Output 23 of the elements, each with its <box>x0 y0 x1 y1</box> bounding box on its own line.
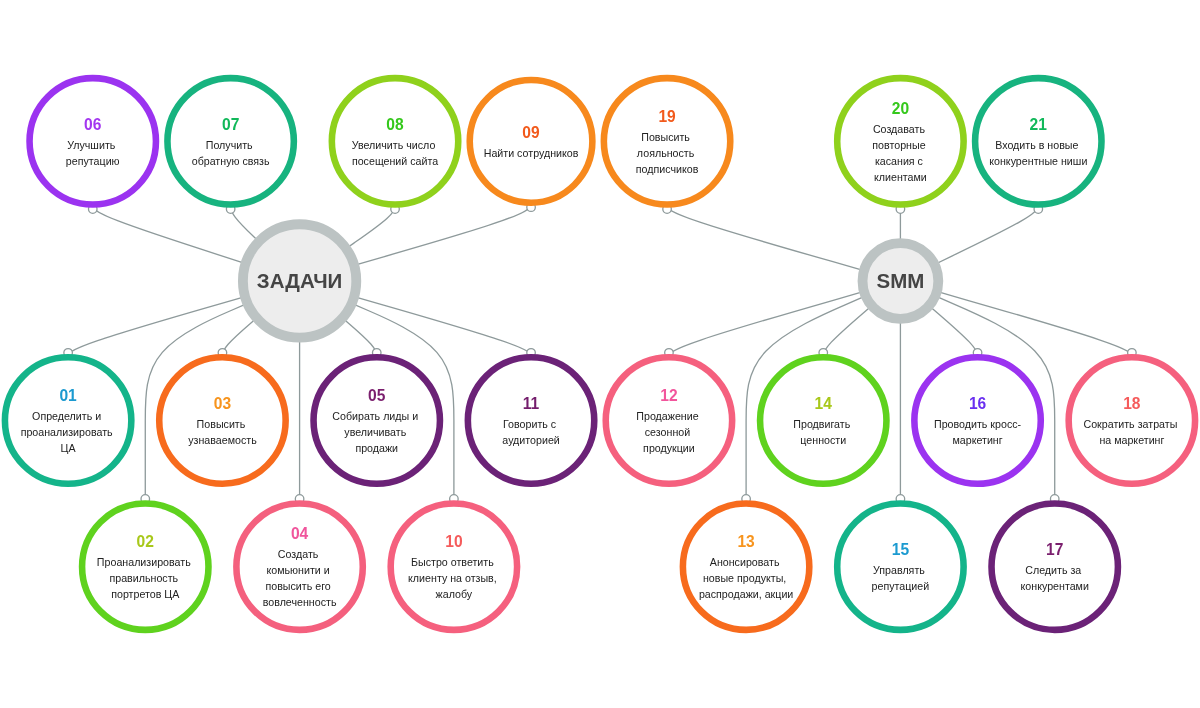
node-circle: 21 Входить в новые конкурентные ниши <box>971 74 1105 208</box>
node-circle: 17 Следить за конкурентами <box>988 500 1122 634</box>
node-circle: 09 Найти сотрудников <box>466 76 596 206</box>
node-circle: 02 Проанализировать правильность портретов ЦА <box>78 500 212 634</box>
node-circle: ЗАДАЧИ <box>237 219 362 343</box>
node-circle: 14 Продвигать ценности <box>756 354 890 488</box>
node-circle: 15 Управлять репутацией <box>833 500 967 634</box>
node-circle: 19 Повысить лояльность подписчиков <box>600 74 734 208</box>
node-circle: 07 Получить обратную связь <box>164 74 298 208</box>
node-circle: 05 Собирать лиды и увеличивать продажи <box>310 354 444 488</box>
node-circle: 10 Быстро ответить клиенту на отзыв, жалобу <box>387 500 521 634</box>
node-circle: 08 Увеличить число посещений сайта <box>328 74 462 208</box>
node-circle: 06 Улучшить репутацию <box>26 74 160 208</box>
node-circle: 12 Продажение сезонной продукции <box>602 354 736 488</box>
node-circle: 11 Говорить с аудиторией <box>464 354 598 488</box>
node-circle: 16 Проводить кросс-маркетинг <box>911 354 1045 488</box>
node-circle: 04 Создать комьюнити и повысить его вовлеченность <box>233 500 367 634</box>
node-circle: 18 Сократить затраты на маркетинг <box>1065 354 1199 488</box>
node-circle: SMM <box>857 238 944 324</box>
node-circle: 01 Определить и проанализировать ЦА <box>1 354 135 488</box>
node-circle: 03 Повысить узнаваемость <box>155 354 289 488</box>
node-circle: 13 Анонсировать новые продукты, распродажи, акции <box>679 500 813 634</box>
node-circle: 20 Создавать повторные касания с клиентами <box>833 74 967 208</box>
